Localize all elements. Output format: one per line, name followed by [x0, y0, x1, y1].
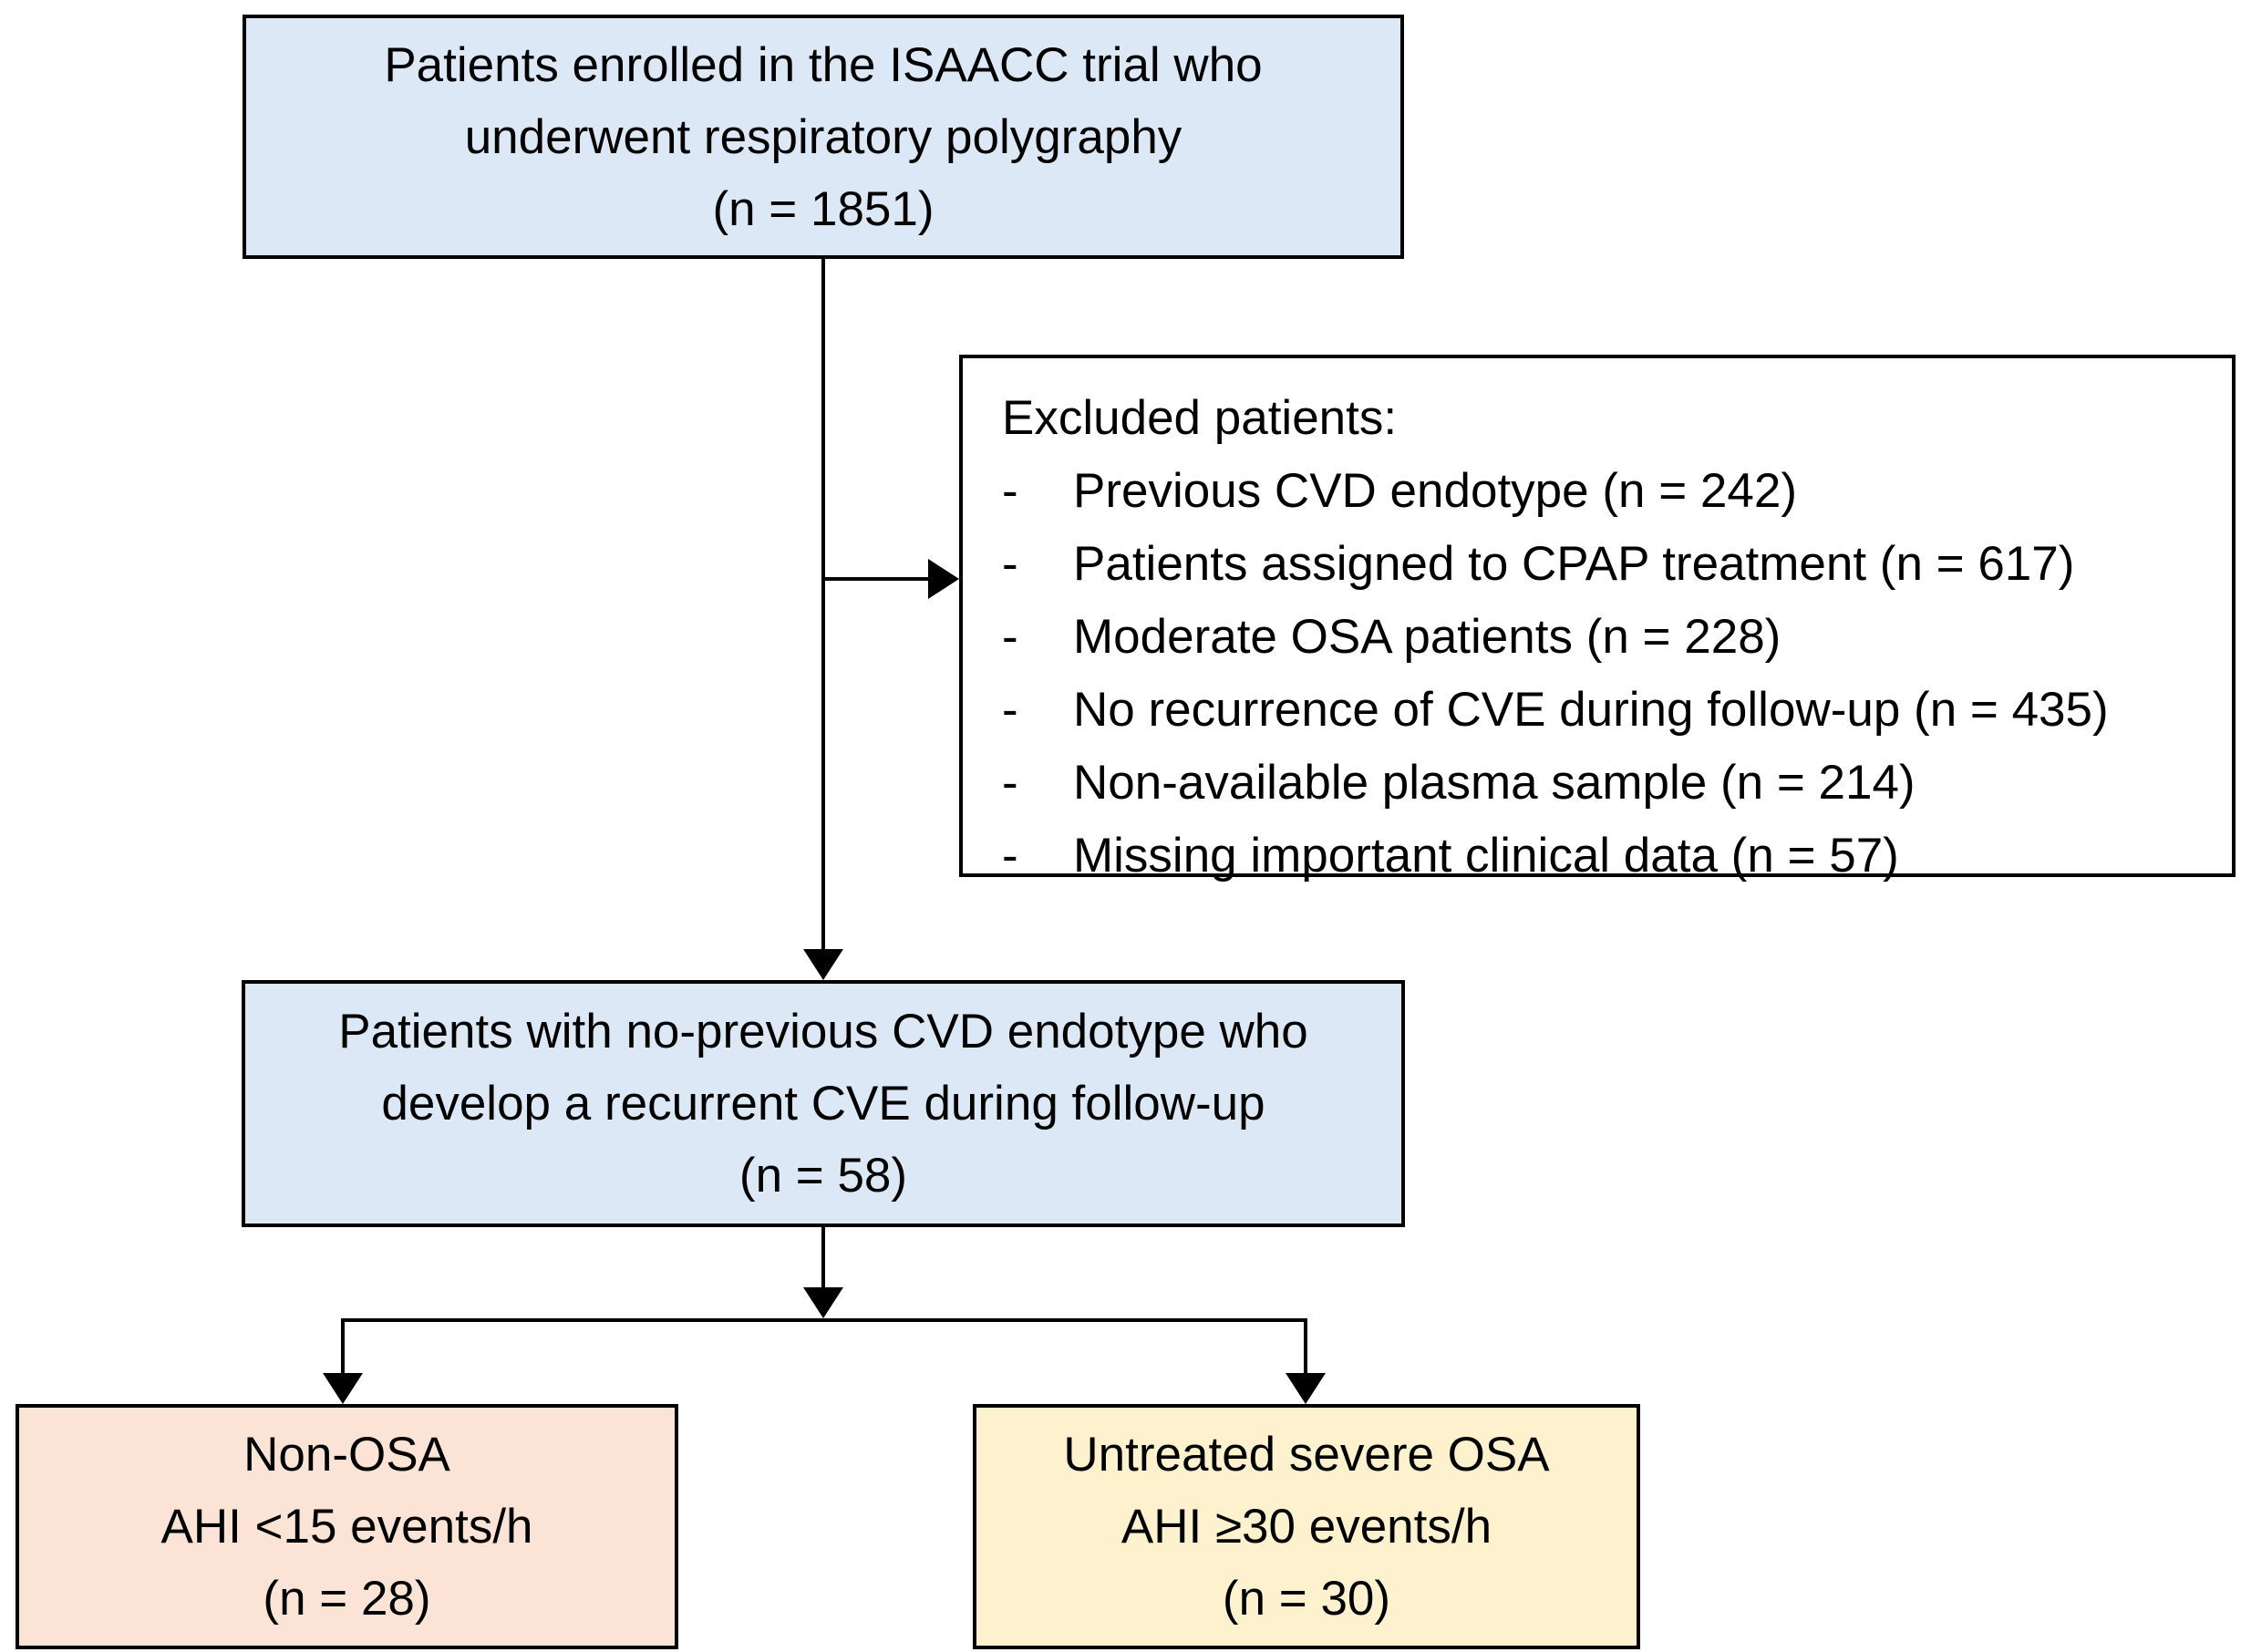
enrolled-line-2: underwent respiratory polygraphy — [464, 109, 1182, 164]
bullet-dash: - — [1002, 610, 1018, 664]
connector-enrolled-to-cohort — [821, 259, 825, 951]
enrolled-count: (n = 1851) — [712, 181, 935, 236]
excluded-item: - Moderate OSA patients (n = 228) — [1002, 601, 2214, 674]
severe-osa-ahi: AHI ≥30 events/h — [1120, 1500, 1492, 1554]
severe-osa-label: Untreated severe OSA — [1063, 1428, 1550, 1482]
non-osa-label: Non-OSA — [243, 1428, 450, 1482]
bullet-dash: - — [1002, 829, 1018, 883]
excluded-title: Excluded patients: — [1002, 391, 1398, 445]
non-osa-ahi: AHI <15 events/h — [160, 1500, 533, 1554]
excluded-item: - No recurrence of CVE during follow-up … — [1002, 674, 2214, 747]
connector-to-severe-osa — [1304, 1320, 1307, 1377]
box-severe-osa-group: Untreated severe OSA AHI ≥30 events/h (n… — [973, 1404, 1640, 1649]
connector-cohort-to-split — [821, 1227, 825, 1291]
enrolled-line-1: Patients enrolled in the ISAACC trial wh… — [384, 37, 1263, 92]
box-excluded-patients: Excluded patients: - Previous CVD endoty… — [959, 355, 2236, 883]
non-osa-count: (n = 28) — [263, 1572, 431, 1626]
excluded-item-text: Previous CVD endotype (n = 242) — [1073, 464, 1797, 518]
arrowhead-down-icon — [803, 949, 843, 980]
cohort-line-2: develop a recurrent CVE during follow-up — [381, 1077, 1265, 1131]
excluded-item-text: Patients assigned to CPAP treatment (n =… — [1073, 537, 2075, 591]
arrowhead-right-icon — [928, 559, 959, 599]
severe-osa-count: (n = 30) — [1222, 1572, 1391, 1626]
box-cohort-patients: Patients with no-previous CVD endotype w… — [242, 980, 1405, 1227]
cohort-line-1: Patients with no-previous CVD endotype w… — [338, 1005, 1308, 1058]
excluded-item: - Missing important clinical data (n = 5… — [1002, 820, 2214, 893]
bullet-dash: - — [1002, 464, 1018, 518]
excluded-item: - Non-available plasma sample (n = 214) — [1002, 747, 2214, 820]
excluded-item-text: Non-available plasma sample (n = 214) — [1073, 756, 1916, 810]
connector-to-non-osa — [341, 1320, 345, 1377]
bullet-dash: - — [1002, 537, 1018, 591]
connector-split-horizontal — [341, 1318, 1307, 1322]
excluded-item: - Previous CVD endotype (n = 242) — [1002, 455, 2214, 528]
connector-branch-to-excluded — [823, 577, 928, 581]
box-non-osa-group: Non-OSA AHI <15 events/h (n = 28) — [15, 1404, 678, 1649]
excluded-item: - Patients assigned to CPAP treatment (n… — [1002, 528, 2214, 601]
bullet-dash: - — [1002, 756, 1018, 810]
cohort-count: (n = 58) — [738, 1149, 908, 1203]
bullet-dash: - — [1002, 683, 1018, 737]
arrowhead-down-icon — [323, 1373, 363, 1404]
arrowhead-down-icon — [803, 1287, 843, 1318]
excluded-item-text: Moderate OSA patients (n = 228) — [1073, 610, 1781, 664]
arrowhead-down-icon — [1286, 1373, 1326, 1404]
excluded-item-text: Missing important clinical data (n = 57) — [1073, 829, 1899, 883]
box-enrolled-patients: Patients enrolled in the ISAACC trial wh… — [243, 15, 1404, 259]
excluded-item-text: No recurrence of CVE during follow-up (n… — [1073, 683, 2109, 737]
